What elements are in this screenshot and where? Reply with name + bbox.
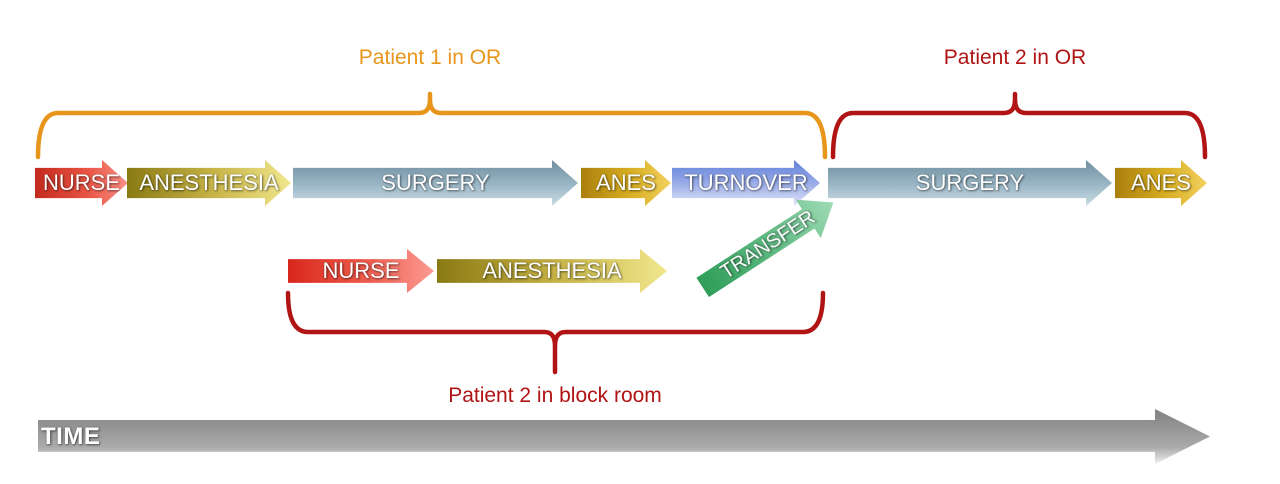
or-phase-anes-1-arrow: ANES (581, 160, 671, 206)
or-phase-surgery-2-arrow: SURGERY (828, 160, 1112, 206)
or-phase-surgery-1-arrow: SURGERY (293, 160, 578, 206)
patient1-or-brace (35, 91, 828, 160)
or-phase-nurse-arrow: NURSE (35, 160, 128, 206)
patient1-or-label: Patient 1 in OR (358, 46, 502, 69)
block-phase-anesthesia-arrow: ANESTHESIA (437, 249, 667, 293)
or-phase-anes-2-arrow: ANES (1115, 160, 1207, 206)
patient2-or-label: Patient 2 in OR (943, 46, 1087, 69)
time-axis-arrow: TIME (38, 409, 1210, 464)
or-phase-turnover-arrow: TURNOVER (672, 160, 820, 206)
block-phase-transfer-arrow: TRANSFER (690, 183, 846, 307)
patient2-block-brace (285, 290, 826, 375)
patient2-or-brace (830, 91, 1208, 160)
block-phase-nurse-arrow: NURSE (288, 249, 434, 293)
or-phase-anesthesia-arrow: ANESTHESIA (127, 160, 291, 206)
patient2-block-label: Patient 2 in block room (448, 384, 662, 407)
